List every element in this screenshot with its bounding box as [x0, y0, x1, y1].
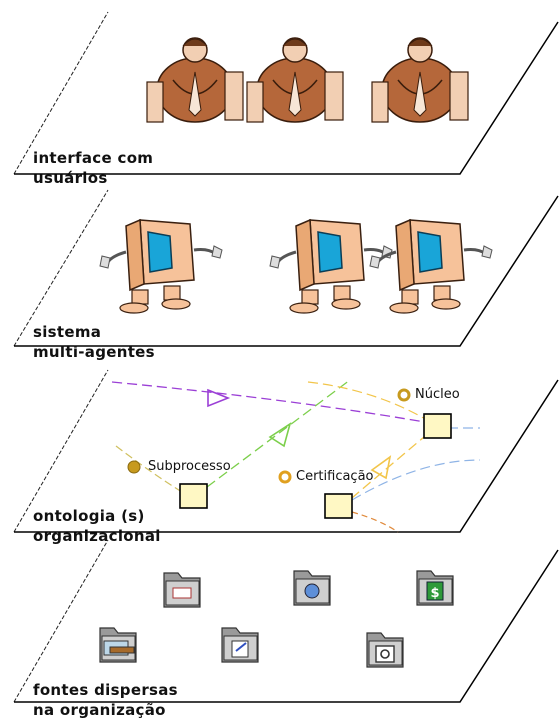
- layer-plane-2: [13, 189, 559, 347]
- ontology-node-box: [179, 483, 208, 509]
- layer-label-4: fontes dispersas na organização: [33, 680, 178, 720]
- node-dot-icon: [127, 460, 141, 474]
- ontology-edge: [115, 445, 186, 495]
- person-at-computer-icon: [371, 37, 469, 123]
- node-dot-icon: [278, 470, 292, 484]
- node-label-subprocesso: Subprocesso: [148, 459, 231, 474]
- layer-label-2: sistema multi-agentes: [33, 322, 155, 362]
- layer-label-line1: interface com: [33, 149, 154, 167]
- ontology-graph: [111, 379, 481, 533]
- data-source-folder-icon: [221, 627, 259, 663]
- layer-label-line2: multi-agentes: [33, 343, 155, 361]
- layer-label-line2: organizacional: [33, 527, 161, 545]
- layer-plane-3: [13, 369, 559, 533]
- layer-plane-1: [13, 11, 559, 175]
- layer-label-line1: sistema: [33, 323, 102, 341]
- edge-arrow-icon: [268, 422, 292, 448]
- ontology-edge: [351, 459, 481, 501]
- layer-label-line2: usuários: [33, 169, 108, 187]
- data-source-folder-icon: $: [416, 570, 454, 606]
- ontology-edge: [111, 381, 437, 425]
- layer-label-line2: na organização: [33, 701, 166, 719]
- data-source-folder-icon: [99, 627, 137, 663]
- ontology-edge: [351, 511, 399, 533]
- node-dot-icon: [397, 388, 411, 402]
- svg-text:$: $: [430, 586, 439, 601]
- person-at-computer-icon: [246, 37, 344, 123]
- layer-label-3: ontologia (s) organizacional: [33, 506, 161, 546]
- layer-label-line1: fontes dispersas: [33, 681, 178, 699]
- computer-agent-icon: [368, 218, 494, 315]
- node-label-certificacao: Certificação: [296, 469, 374, 484]
- ontology-node-box: [324, 493, 353, 519]
- ontology-node-box: [423, 413, 452, 439]
- layer-label-1: interface com usuários: [33, 148, 153, 188]
- layer-label-line1: ontologia (s): [33, 507, 145, 525]
- person-at-computer-icon: [146, 37, 244, 123]
- computer-agent-icon: [98, 218, 224, 315]
- edge-arrow-icon: [207, 388, 231, 408]
- data-source-folder-icon: [163, 572, 201, 608]
- edge-arrow-icon: [370, 455, 392, 480]
- node-label-nucleo: Núcleo: [415, 387, 460, 402]
- data-source-folder-icon: [293, 570, 331, 606]
- layer-plane-4: [13, 539, 559, 703]
- data-source-folder-icon: [366, 632, 404, 668]
